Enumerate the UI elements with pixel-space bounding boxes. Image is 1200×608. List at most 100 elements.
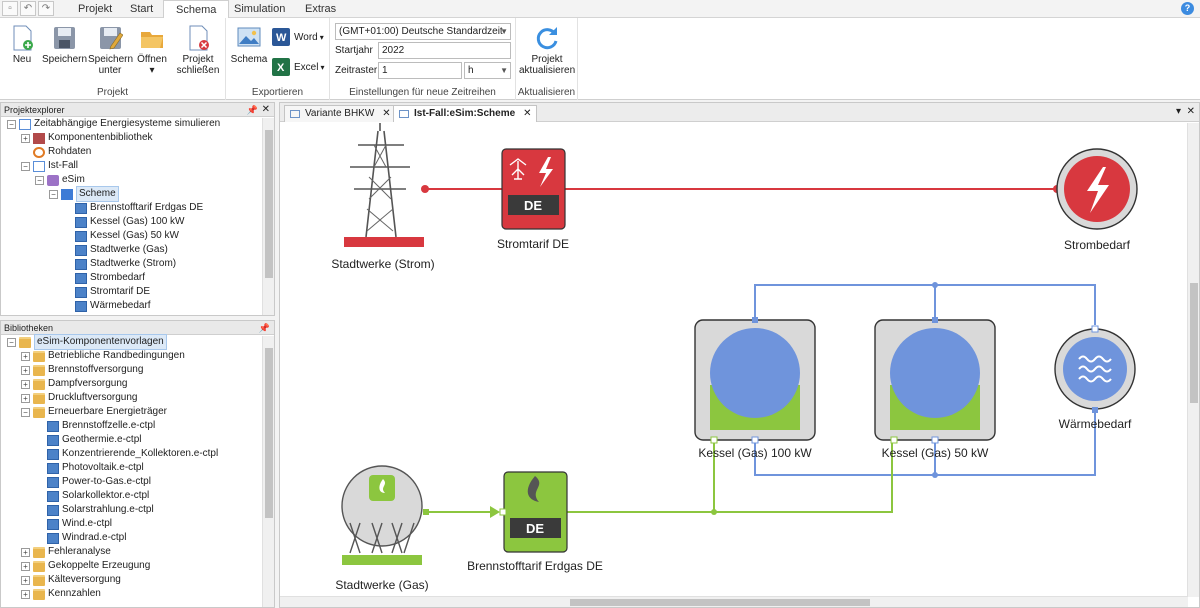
tab-extras[interactable]: Extras xyxy=(305,3,337,15)
tree-item[interactable]: +Druckluftversorgung xyxy=(3,391,274,405)
tree-item[interactable]: −Ist-Fall xyxy=(3,159,274,173)
expand-icon[interactable]: + xyxy=(21,589,30,599)
close-icon[interactable]: ✕ xyxy=(382,108,391,119)
tab-simulation[interactable]: Simulation xyxy=(234,3,286,15)
timezone-select[interactable]: (GMT+01:00) Deutsche Standardzeit▼ xyxy=(335,23,511,40)
expand-icon[interactable]: + xyxy=(21,547,30,557)
tab-schema[interactable]: Schema xyxy=(163,0,230,19)
tree-item[interactable]: −Zeitabhängige Energiesysteme simulieren xyxy=(3,117,274,131)
explorer-scrollbar[interactable] xyxy=(262,118,274,315)
tree-item[interactable]: +Komponentenbibliothek xyxy=(3,131,274,145)
tree-item-label: Windrad.e-ctpl xyxy=(62,532,127,543)
tree-item[interactable]: Brennstofftarif Erdgas DE xyxy=(3,201,274,215)
heat-supply-line[interactable] xyxy=(754,284,1096,330)
pin-icon[interactable]: 📌 xyxy=(258,323,270,333)
tree-item[interactable]: Solarkollektor.e-ctpl xyxy=(3,489,274,503)
close-icon[interactable]: ✕ xyxy=(523,108,532,119)
tab-overflow-controls[interactable]: ▾ ✕ xyxy=(1176,106,1195,117)
canvas-horizontal-scrollbar[interactable] xyxy=(280,596,1188,607)
waermebedarf-node[interactable]: Wärmebedarf xyxy=(1054,325,1136,431)
collapse-icon[interactable]: − xyxy=(49,189,58,199)
collapse-icon[interactable]: − xyxy=(21,161,30,171)
document-tab-bar: Variante BHKW✕ Ist-Fall:eSim:Scheme✕ ▾ ✕ xyxy=(280,103,1199,122)
tree-item[interactable]: +Kälteversorgung xyxy=(3,573,274,587)
file-icon xyxy=(47,448,59,460)
tree-item[interactable]: Strombedarf xyxy=(3,271,274,285)
tree-item[interactable]: +Betriebliche Randbedingungen xyxy=(3,349,274,363)
tree-item[interactable]: Stadtwerke (Gas) xyxy=(3,243,274,257)
tree-item[interactable]: Kessel (Gas) 50 kW xyxy=(3,229,274,243)
tree-item[interactable]: +Brennstoffversorgung xyxy=(3,363,274,377)
tree-item[interactable]: − eSim-Komponentenvorlagen xyxy=(3,334,274,350)
save-button[interactable]: Speichern xyxy=(42,24,87,65)
pin-icon[interactable]: 📌 xyxy=(246,105,258,115)
stadtwerke-strom-node[interactable]: Stadtwerke (Strom) xyxy=(331,123,435,271)
expand-icon[interactable]: + xyxy=(21,393,30,403)
zeitraster-input[interactable]: 1 xyxy=(378,62,462,79)
kessel-50-node[interactable]: Kessel (Gas) 50 kW xyxy=(874,317,996,460)
tree-item[interactable]: +Gekoppelte Erzeugung xyxy=(3,559,274,573)
expand-icon[interactable]: + xyxy=(21,351,30,361)
expand-icon[interactable]: + xyxy=(21,561,30,571)
open-button[interactable]: Öffnen▾ xyxy=(134,24,170,76)
collapse-icon[interactable]: − xyxy=(21,407,30,417)
tree-item[interactable]: Geothermie.e-ctpl xyxy=(3,433,274,447)
expand-icon[interactable]: + xyxy=(21,365,30,375)
tree-item[interactable]: +Dampfversorgung xyxy=(3,377,274,391)
expand-icon[interactable]: + xyxy=(21,133,30,143)
brennstofftarif-node[interactable]: DE Brennstofftarif Erdgas DE xyxy=(467,471,603,573)
tree-item[interactable]: +Fehleranalyse xyxy=(3,545,274,559)
excel-icon: X xyxy=(272,58,290,76)
tree-item[interactable]: Solarstrahlung.e-ctpl xyxy=(3,503,274,517)
expand-icon[interactable]: + xyxy=(21,575,30,585)
tree-item[interactable]: +Kennzahlen xyxy=(3,587,274,601)
quick-save-icon[interactable]: ▫ xyxy=(2,1,18,16)
save-as-button[interactable]: Speichern unter xyxy=(88,24,133,76)
close-icon[interactable]: ✕ xyxy=(261,104,270,115)
tree-item[interactable]: Photovoltaik.e-ctpl xyxy=(3,461,274,475)
ribbon-group-projekt: Neu Speichern Speichern unter Öffnen▾ Pr… xyxy=(0,18,226,100)
tree-item[interactable]: Wind.e-ctpl xyxy=(3,517,274,531)
refresh-project-button[interactable]: Projekt aktualisieren xyxy=(519,24,575,76)
tree-item[interactable]: −Erneuerbare Energieträger xyxy=(3,405,274,419)
redo-icon[interactable]: ↷ xyxy=(38,1,54,16)
tree-item[interactable]: Brennstoffzelle.e-ctpl xyxy=(3,419,274,433)
export-schema-button[interactable]: Schema xyxy=(230,24,268,65)
kessel-100-node[interactable]: Kessel (Gas) 100 kW xyxy=(694,317,816,460)
tree-item[interactable]: Windrad.e-ctpl xyxy=(3,531,274,545)
export-word-button[interactable]: W Word▾ xyxy=(272,28,324,46)
doc-tab-variante-bhkw[interactable]: Variante BHKW✕ xyxy=(284,105,396,122)
close-project-button[interactable]: Projekt schließen xyxy=(176,24,220,76)
tab-start[interactable]: Start xyxy=(130,3,154,15)
zeitraster-unit-select[interactable]: h▼ xyxy=(464,62,511,79)
tree-item[interactable]: Rohdaten xyxy=(3,145,274,159)
help-icon[interactable]: ? xyxy=(1181,2,1194,15)
tree-item[interactable]: Konzentrierende_Kollektoren.e-ctpl xyxy=(3,447,274,461)
folder-icon xyxy=(33,350,45,362)
stadtwerke-gas-node[interactable]: Stadtwerke (Gas) xyxy=(335,465,429,592)
undo-icon[interactable]: ↶ xyxy=(20,1,36,16)
startjahr-input[interactable]: 2022 xyxy=(378,42,511,59)
expand-icon[interactable]: + xyxy=(21,379,30,389)
export-excel-button[interactable]: X Excel▾ xyxy=(272,58,324,76)
tree-item[interactable]: Power-to-Gas.e-ctpl xyxy=(3,475,274,489)
collapse-icon[interactable]: − xyxy=(7,119,16,129)
tree-item[interactable]: Wärmebedarf xyxy=(3,299,274,313)
new-button[interactable]: Neu xyxy=(6,24,38,65)
tree-item[interactable]: Kessel (Gas) 100 kW xyxy=(3,215,274,229)
libraries-scrollbar[interactable] xyxy=(262,336,274,607)
stromtarif-node[interactable]: DE Stromtarif DE xyxy=(497,148,569,251)
tab-projekt[interactable]: Projekt xyxy=(78,3,113,15)
canvas-vertical-scrollbar[interactable] xyxy=(1187,123,1199,597)
doc-tab-ist-fall-scheme[interactable]: Ist-Fall:eSim:Scheme✕ xyxy=(393,105,537,122)
heat-return-line[interactable] xyxy=(754,412,1096,476)
collapse-icon[interactable]: − xyxy=(7,337,16,347)
tree-item[interactable]: Stromtarif DE xyxy=(3,285,274,299)
tree-item[interactable]: Stadtwerke (Strom) xyxy=(3,257,274,271)
collapse-icon[interactable]: − xyxy=(35,175,44,185)
strombedarf-node[interactable]: Strombedarf xyxy=(1056,148,1138,252)
tree-item-label: eSim-Komponentenvorlagen xyxy=(34,334,167,350)
tree-item[interactable]: −Scheme xyxy=(3,186,274,202)
gas-line-main[interactable] xyxy=(567,440,893,513)
tree-item[interactable]: −eSim xyxy=(3,173,274,187)
